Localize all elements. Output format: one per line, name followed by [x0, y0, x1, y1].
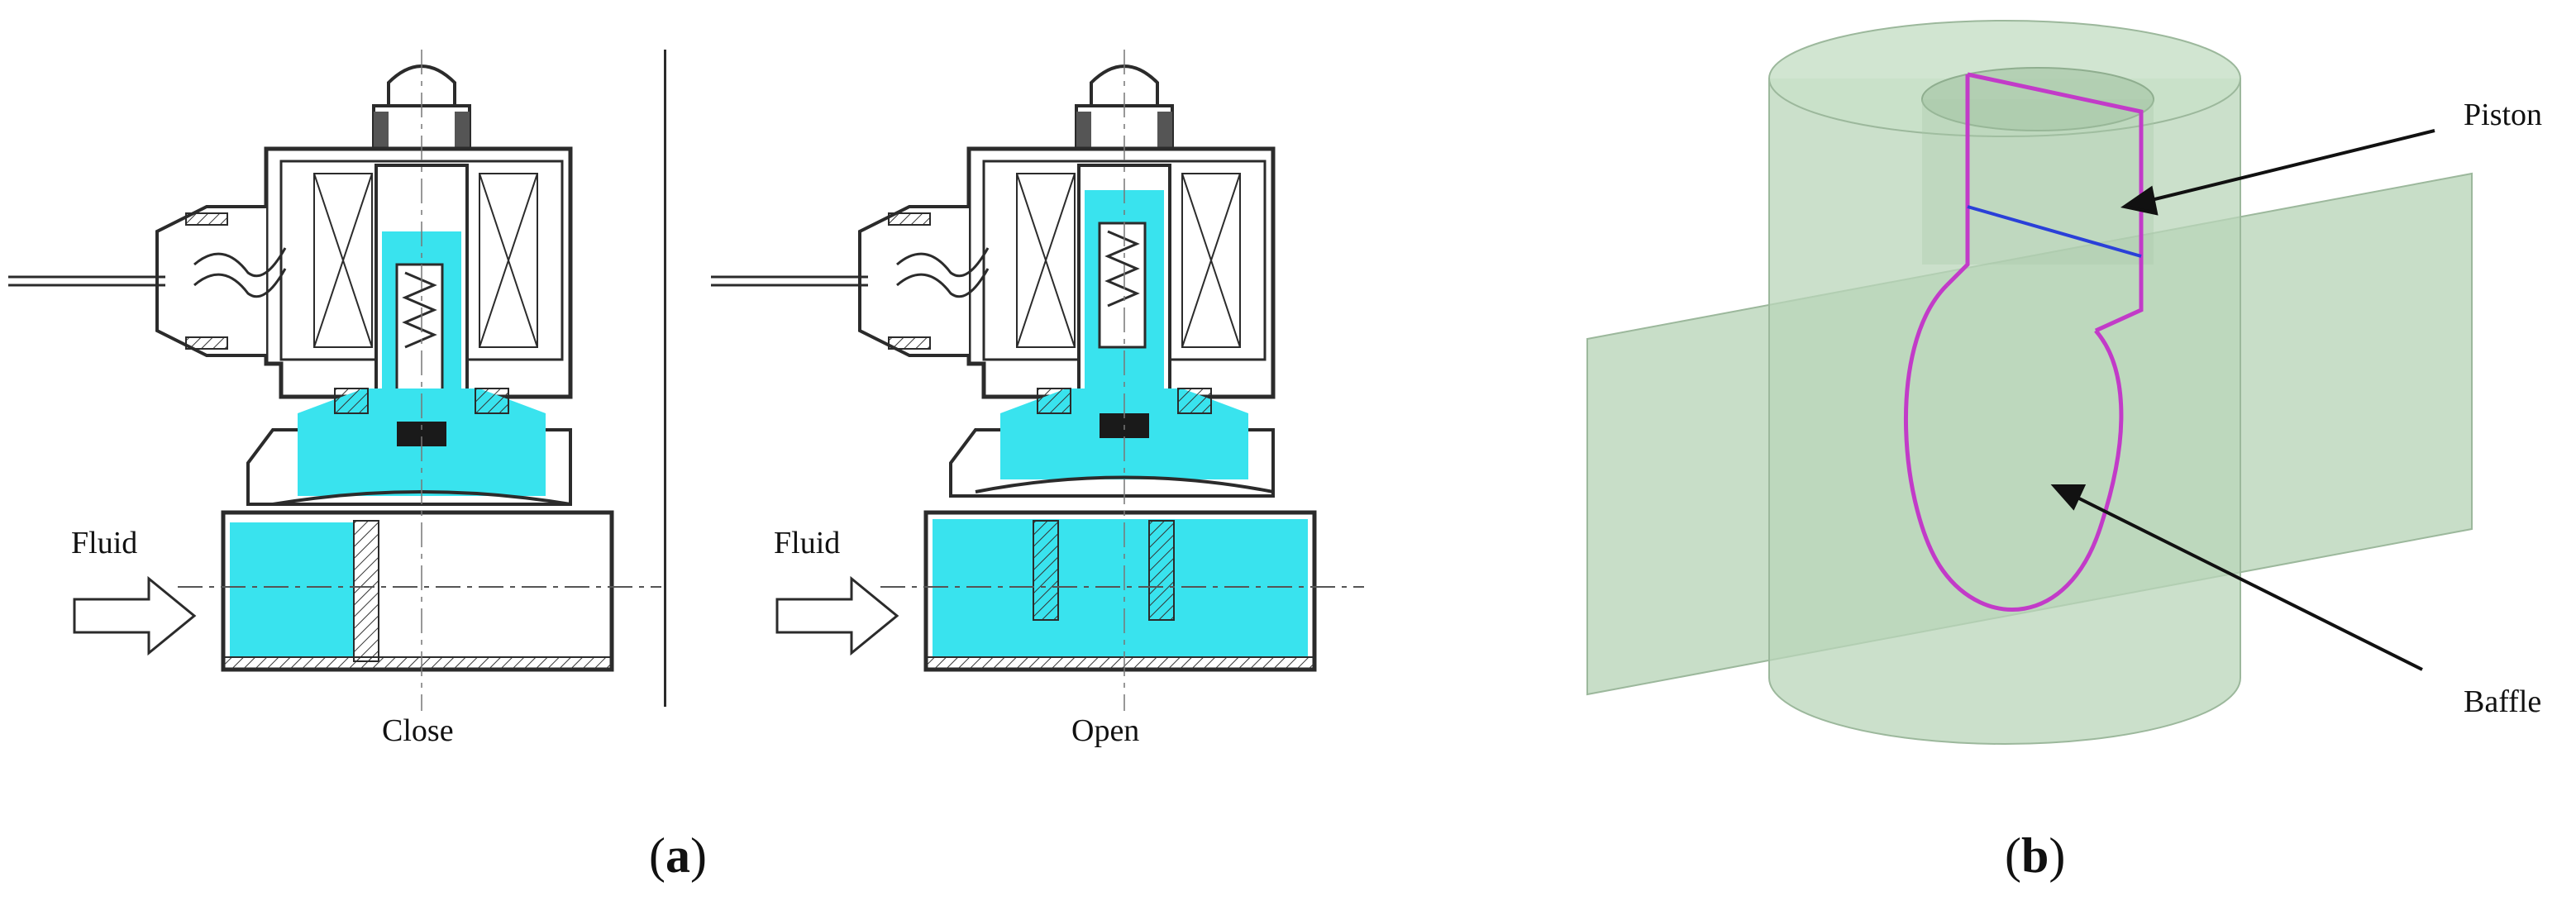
connector-gland-bottom — [185, 336, 228, 350]
spring-icon — [1104, 230, 1140, 307]
panel-divider — [664, 50, 666, 707]
piston-cut-line — [1967, 205, 2142, 258]
panel-b-3d-model: Piston Baffle (b) — [1554, 0, 2576, 901]
partition-wall — [353, 520, 379, 662]
baffle-outline — [1904, 284, 2124, 612]
wire-loop-2 — [193, 268, 287, 298]
bonnet-hatch-right — [1177, 388, 1212, 414]
arrow-outline-icon — [73, 575, 197, 656]
arrow-outline-icon — [775, 575, 899, 656]
piston-outline-left — [1945, 74, 1970, 287]
label-a-close-paren: ) — [689, 828, 707, 883]
wire-loop — [193, 247, 287, 278]
cable-connector — [858, 205, 969, 357]
connector-gland-bottom — [888, 336, 931, 350]
inlet-label-left: Fluid — [71, 526, 138, 560]
open-valve-diagram — [711, 50, 1364, 711]
label-a-open-paren: ( — [649, 828, 665, 883]
close-state-label: Close — [382, 713, 454, 748]
spring-icon — [402, 271, 437, 349]
cable-connector — [155, 205, 266, 357]
baffle-callout-label: Baffle — [2464, 684, 2542, 719]
label-b-open-paren: ( — [2005, 828, 2021, 883]
dome-cap — [387, 64, 456, 109]
plunger-lifted — [1098, 222, 1147, 349]
body-bottom-hatch — [925, 656, 1315, 670]
label-b-close-paren: ) — [2049, 828, 2066, 883]
closed-valve-diagram — [8, 50, 661, 711]
inner-bore — [1921, 67, 2154, 131]
coil-winding-icon — [313, 173, 538, 348]
inner-bore-wall — [1922, 99, 2154, 265]
subfigure-label-a: (a) — [649, 831, 707, 880]
wire-loop — [896, 247, 990, 278]
subfigure-label-b: (b) — [2005, 831, 2065, 880]
body-bottom-hatch — [222, 656, 613, 670]
connector-gland-top — [185, 212, 228, 226]
diaphragm-lifted — [975, 475, 1274, 493]
partition-wall-right — [1148, 520, 1175, 621]
inlet-fluid — [230, 522, 354, 656]
piston-baffle-model — [1586, 20, 2473, 745]
callout-arrow-icon — [2050, 129, 2435, 671]
bonnet-hatch-right — [475, 388, 509, 414]
dome-cap — [1090, 64, 1159, 109]
bonnet-hatch-left — [334, 388, 369, 414]
partition-wall — [1033, 520, 1059, 621]
wire-loop-2 — [896, 268, 990, 298]
panel-a-valve-sections: Fluid Close — [8, 50, 1364, 880]
connector-gland-top — [888, 212, 931, 226]
label-b-letter: b — [2020, 828, 2049, 883]
piston-callout-label: Piston — [2464, 98, 2543, 132]
coil-winding-icon — [1016, 173, 1241, 348]
open-state-label: Open — [1071, 713, 1140, 748]
inlet-label-right: Fluid — [774, 526, 841, 560]
bonnet-hatch-left — [1037, 388, 1071, 414]
label-a-letter: a — [665, 828, 690, 883]
vertical-cylinder — [1768, 79, 2241, 745]
